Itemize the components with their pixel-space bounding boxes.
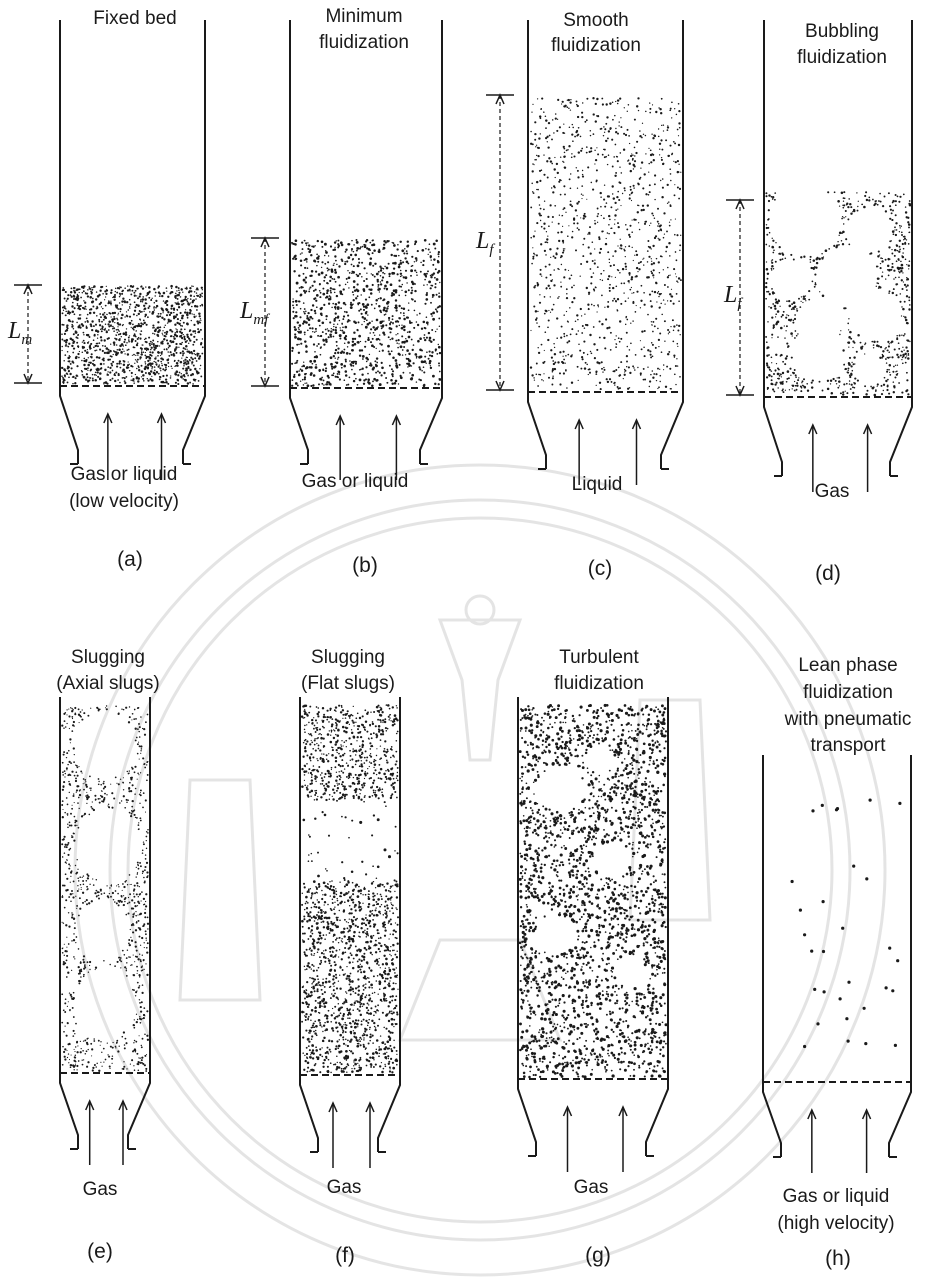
panel-f-title-line1: Slugging [311,647,385,668]
particle-layer [291,239,441,387]
vessel-right-wall [420,20,442,464]
panel-b-title-line2: fluidization [319,32,409,53]
panel-h-title-line1: Lean phase [798,655,897,676]
panel-g-title-line1: Turbulent [559,647,639,668]
panel-a-flow-line2: (low velocity) [69,491,179,512]
panel-a-title: Fixed bed [93,8,176,29]
panel-b-flow: Gas or liquid [302,471,409,492]
panel-e: Slugging (Axial slugs) Gas (e) [56,647,159,1263]
panel-c-title-line2: fluidization [551,35,641,56]
panel-h: Lean phase fluidization with pneumatic t… [777,655,911,1270]
panel-e-label: (e) [87,1240,113,1263]
particle-layer [61,285,204,385]
vessel-right-wall [889,755,911,1157]
panel-a-flow-line1: Gas or liquid [71,464,178,485]
panel-d-flow: Gas [815,481,850,502]
vessel [518,697,668,1172]
panel-e-flow: Gas [83,1179,118,1200]
particle-layer [765,191,911,396]
vessel [60,20,205,480]
panel-f-title-line2: (Flat slugs) [301,673,395,694]
panel-e-title-line2: (Axial slugs) [56,673,159,694]
particle-layer [302,800,398,879]
panel-c-flow: Liquid [572,474,623,495]
particle-layer [530,97,682,390]
panel-h-flow-line2: (high velocity) [777,1213,894,1234]
panel-b-title-line1: Minimum [325,6,402,27]
vessel [290,20,442,480]
panel-d-title-line1: Bubbling [805,21,879,42]
row-2-regimes [60,697,911,1173]
panel-h-title-line4: transport [811,735,887,756]
vessel [60,697,150,1165]
panel-c-height-label: Lf [475,228,495,258]
vessel-left-wall [290,20,308,464]
panel-b-label: (b) [352,554,378,577]
particle-layer [519,704,668,1079]
vessel-right-wall [661,20,683,469]
panel-d: Bubbling fluidization Gas (d) Lf [723,21,887,585]
vessel-right-wall [183,20,205,464]
panel-c-label: (c) [588,557,613,580]
panel-a-label: (a) [117,548,143,571]
vessel [764,20,912,492]
panel-f-label: (f) [335,1244,355,1267]
vessel-left-wall [60,20,78,464]
vessel-left-wall [528,20,546,469]
panel-f-flow: Gas [327,1177,362,1198]
panel-b: Minimum fluidization Gas or liquid (b) L… [239,6,409,577]
vessel [528,20,683,485]
panel-g-title-line2: fluidization [554,673,644,694]
vessel-right-wall [890,20,912,476]
panel-c-title-line1: Smooth [563,10,628,31]
particle-layer [301,879,399,1073]
row-1-regimes [14,20,912,492]
particle-layer [301,704,399,801]
panel-e-title-line1: Slugging [71,647,145,668]
panel-d-title-line2: fluidization [797,47,887,68]
panel-h-title-line2: fluidization [803,682,893,703]
panel-h-title-line3: with pneumatic [784,709,912,730]
panel-h-flow-line1: Gas or liquid [783,1186,890,1207]
panel-g-label: (g) [585,1244,611,1267]
panel-d-label: (d) [815,562,841,585]
vessel-left-wall [300,697,318,1152]
vessel [300,697,400,1168]
panel-h-label: (h) [825,1247,851,1270]
panel-g-flow: Gas [574,1177,609,1198]
